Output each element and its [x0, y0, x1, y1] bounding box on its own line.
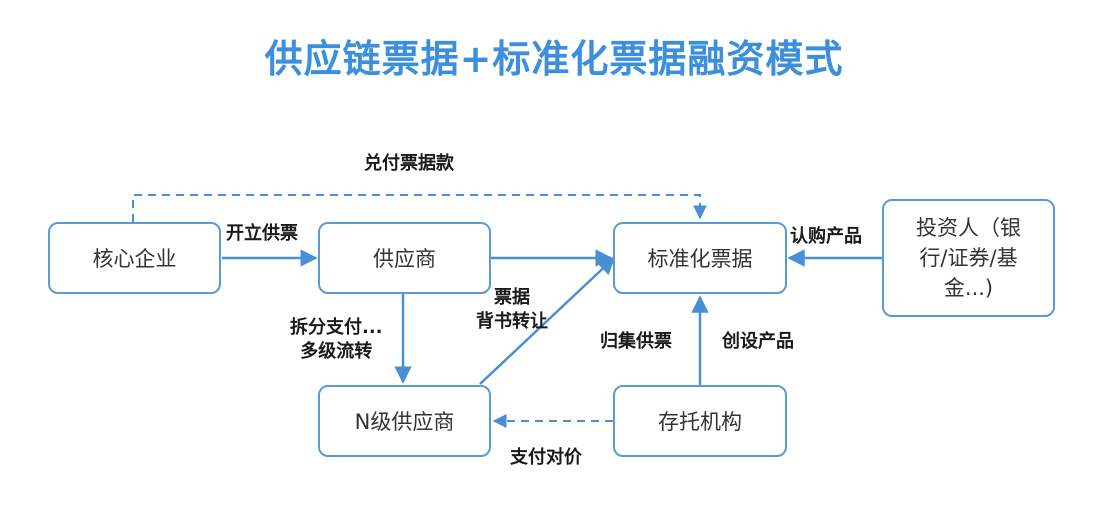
create-label: 创设产品: [722, 331, 794, 352]
standard-bill-node: 标准化票据: [613, 222, 787, 294]
collect-label: 归集供票: [600, 331, 672, 352]
investor-label-line2: 行/证券/基: [919, 246, 1018, 270]
issue-label: 开立供票: [226, 223, 298, 244]
supplier-label: 供应商: [373, 247, 436, 271]
redeem-arrow: [132, 194, 707, 222]
endorse-label: 票据 背书转让: [476, 286, 548, 334]
core-enterprise-node: 核心企业: [48, 222, 221, 294]
standard-bill-label: 标准化票据: [647, 247, 753, 271]
depository-node: 存托机构: [613, 385, 787, 457]
investor-label-line3: 金...): [943, 276, 994, 300]
investor-node: 投资人（银 行/证券/基 金...): [882, 199, 1055, 317]
split-label-line1: 拆分支付...: [290, 317, 383, 338]
subscribe-label: 认购产品: [790, 226, 862, 247]
redeem-label: 兑付票据款: [364, 153, 454, 174]
n-supplier-label: N级供应商: [354, 410, 455, 434]
core-enterprise-label: 核心企业: [92, 247, 177, 271]
endorse-label-line2: 背书转让: [476, 311, 548, 332]
split-label: 拆分支付... 多级流转: [290, 316, 383, 364]
pay-label: 支付对价: [510, 447, 582, 468]
investor-label-line1: 投资人（银: [916, 216, 1021, 240]
endorse-arrow: [479, 256, 616, 385]
depository-label: 存托机构: [658, 410, 742, 434]
diagram-title: 供应链票据+标准化票据融资模式: [264, 37, 844, 81]
n-supplier-node: N级供应商: [318, 385, 491, 457]
endorse-label-line1: 票据: [494, 287, 530, 308]
split-label-line2: 多级流转: [300, 341, 373, 362]
supplier-node: 供应商: [318, 222, 491, 294]
